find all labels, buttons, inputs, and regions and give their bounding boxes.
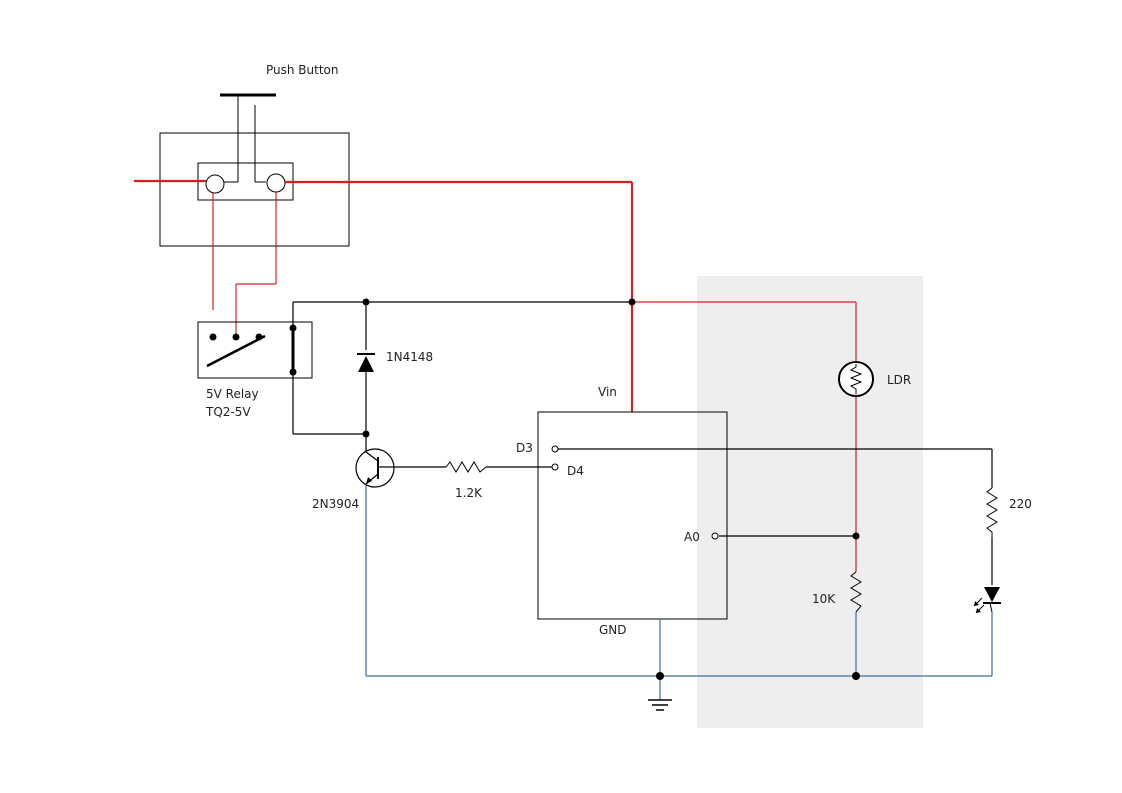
relay-symbol <box>197 321 313 379</box>
d4-label: D4 <box>567 464 584 478</box>
transistor-symbol <box>355 448 395 488</box>
red-wires <box>134 179 857 572</box>
black-wires <box>292 301 993 585</box>
led-symbol <box>973 587 1001 614</box>
resistor-220-symbol <box>986 487 998 538</box>
ground-symbol <box>648 699 672 711</box>
resistor-10k-label: 10K <box>812 592 836 606</box>
base-resistor-label: 1.2K <box>455 486 483 500</box>
blue-wires <box>365 484 993 700</box>
push-button-symbol <box>159 93 350 247</box>
push-button-label: Push Button <box>266 63 339 77</box>
transistor-label: 2N3904 <box>312 497 359 511</box>
pin-d3 <box>551 445 559 453</box>
ldr-symbol <box>838 361 874 397</box>
base-resistor-symbol <box>445 461 487 473</box>
vin-label: Vin <box>598 385 617 399</box>
gnd-label: GND <box>599 623 627 637</box>
relay-label-model: TQ2-5V <box>205 405 251 419</box>
diode-label: 1N4148 <box>386 350 433 364</box>
ldr-label: LDR <box>887 373 911 387</box>
shaded-region <box>697 276 923 728</box>
pin-a0 <box>711 532 719 540</box>
junction-dots <box>362 298 860 680</box>
resistor-220-label: 220 <box>1009 497 1032 511</box>
pin-d4 <box>551 463 559 471</box>
resistor-10k-symbol <box>850 571 862 613</box>
a0-label: A0 <box>684 530 700 544</box>
relay-label-name: 5V Relay <box>206 387 259 401</box>
microcontroller-board <box>537 411 728 620</box>
diode-symbol <box>357 353 375 372</box>
d3-label: D3 <box>516 441 533 455</box>
